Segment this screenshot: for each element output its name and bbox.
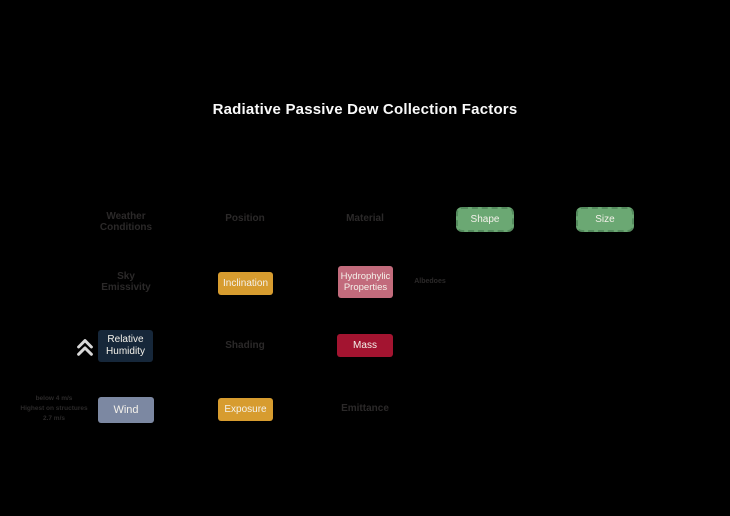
- node-position: Position: [225, 213, 265, 224]
- node-weather-conditions: Weather Conditions: [99, 211, 153, 233]
- node-sky-emissivity: Sky Emissivity: [101, 271, 151, 293]
- chevron-double-up-icon: [74, 336, 96, 358]
- page-title: Radiative Passive Dew Collection Factors: [212, 101, 518, 118]
- wind-annotation: below 4 m/s Highest on structures 2.7 m/…: [20, 394, 88, 423]
- node-shape[interactable]: Shape: [456, 207, 514, 232]
- node-wind[interactable]: Wind: [98, 397, 154, 423]
- node-emittance: Emittance: [341, 403, 389, 414]
- node-inclination[interactable]: Inclination: [218, 272, 273, 295]
- node-mass[interactable]: Mass: [337, 334, 393, 357]
- wind-annotation-line3: 2.7 m/s: [42, 414, 66, 422]
- node-shading: Shading: [225, 340, 265, 351]
- node-material: Material: [346, 213, 384, 224]
- node-albedoes: Albedoes: [414, 278, 446, 285]
- node-relative-humidity[interactable]: Relative Humidity: [98, 330, 153, 362]
- node-size[interactable]: Size: [576, 207, 634, 232]
- wind-annotation-line1: below 4 m/s: [35, 395, 73, 402]
- wind-annotation-line2: Highest on structures: [20, 404, 88, 412]
- node-hydrophylic-properties[interactable]: Hydrophylic Properties: [338, 266, 393, 298]
- node-exposure[interactable]: Exposure: [218, 398, 273, 421]
